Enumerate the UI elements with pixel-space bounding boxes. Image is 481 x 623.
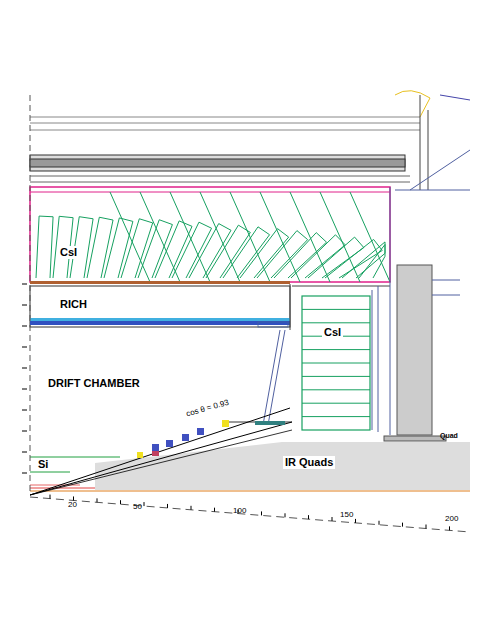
region-label: Si: [36, 458, 50, 471]
axis-number: 20: [66, 500, 79, 510]
region-label: CsI: [322, 326, 343, 339]
region-label: CsI: [58, 246, 79, 259]
angle-label: cos θ = 0.93: [183, 397, 232, 420]
rich-box: RICH: [30, 286, 290, 318]
axis-number: 200: [443, 514, 460, 524]
crystal-array: [36, 192, 390, 282]
endcap-crystals: [302, 309, 370, 416]
axis-number: 150: [338, 510, 355, 520]
region-label: RICH: [58, 298, 89, 311]
ir-quads: IR Quads: [283, 456, 335, 472]
region-label: IR Quads: [283, 456, 335, 469]
axis-number: 50: [131, 502, 144, 512]
region-label: DRIFT CHAMBER: [46, 377, 142, 390]
part-label: Quad: [438, 431, 460, 440]
csi-barrel: CsI: [30, 187, 390, 282]
csi-endcap: CsI: [302, 296, 370, 430]
axis-ticks: [22, 284, 450, 530]
axis-number: 100: [231, 506, 248, 516]
